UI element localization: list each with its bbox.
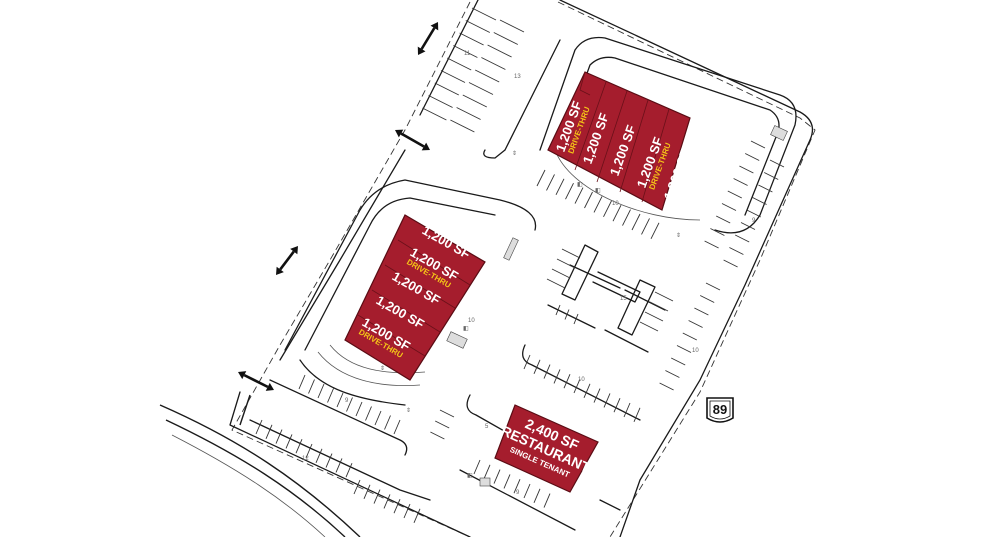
svg-text:⇕: ⇕ [676, 232, 681, 239]
svg-text:◧: ◧ [577, 182, 583, 188]
road-edge [159, 404, 361, 537]
highway-route-number: 89 [713, 402, 727, 417]
stall-count: 10 [692, 348, 699, 354]
two-way-access-arrow [417, 22, 439, 55]
west-island [284, 179, 537, 406]
svg-text:◧: ◧ [467, 473, 473, 479]
parking-stripes [255, 7, 785, 523]
north-pad-building [547, 71, 691, 211]
crosswalk-hatches [446, 125, 788, 487]
stall-count: 9 [752, 218, 756, 224]
stall-count: 9 [345, 398, 349, 404]
svg-text:⇕: ⇕ [512, 150, 517, 157]
svg-text:⇕: ⇕ [406, 407, 411, 414]
two-way-access-arrow [395, 129, 430, 151]
stall-count: 10 [612, 201, 619, 207]
north-island [483, 36, 797, 234]
stall-count: 10 [468, 318, 475, 324]
stall-count: 11 [464, 51, 471, 57]
two-way-access-arrow [238, 371, 274, 391]
svg-text:◧: ◧ [595, 188, 601, 194]
direction-markers: ⇕ ◧ ◧ ⇕ ◧ ⇕ ⇕ ◧ [380, 150, 681, 479]
property-boundary [231, 1, 816, 537]
highway-89-shield: 89 [706, 397, 734, 423]
two-way-access-arrow [276, 246, 298, 275]
stall-count: 12 [302, 456, 309, 462]
central-island [547, 244, 666, 353]
stall-counts: 11 13 10 9 15 10 10 10 9 12 5 9 [302, 51, 756, 496]
stall-count: 9 [516, 490, 520, 496]
stall-count: 15 [620, 296, 627, 302]
stall-count: 13 [514, 74, 521, 80]
west-pad-building [344, 214, 486, 381]
stall-count: 5 [485, 424, 489, 430]
svg-text:◧: ◧ [463, 326, 469, 332]
svg-text:⇕: ⇕ [380, 365, 385, 372]
stall-count: 10 [578, 377, 585, 383]
access-arrows [238, 22, 439, 391]
restaurant-building [494, 404, 599, 493]
